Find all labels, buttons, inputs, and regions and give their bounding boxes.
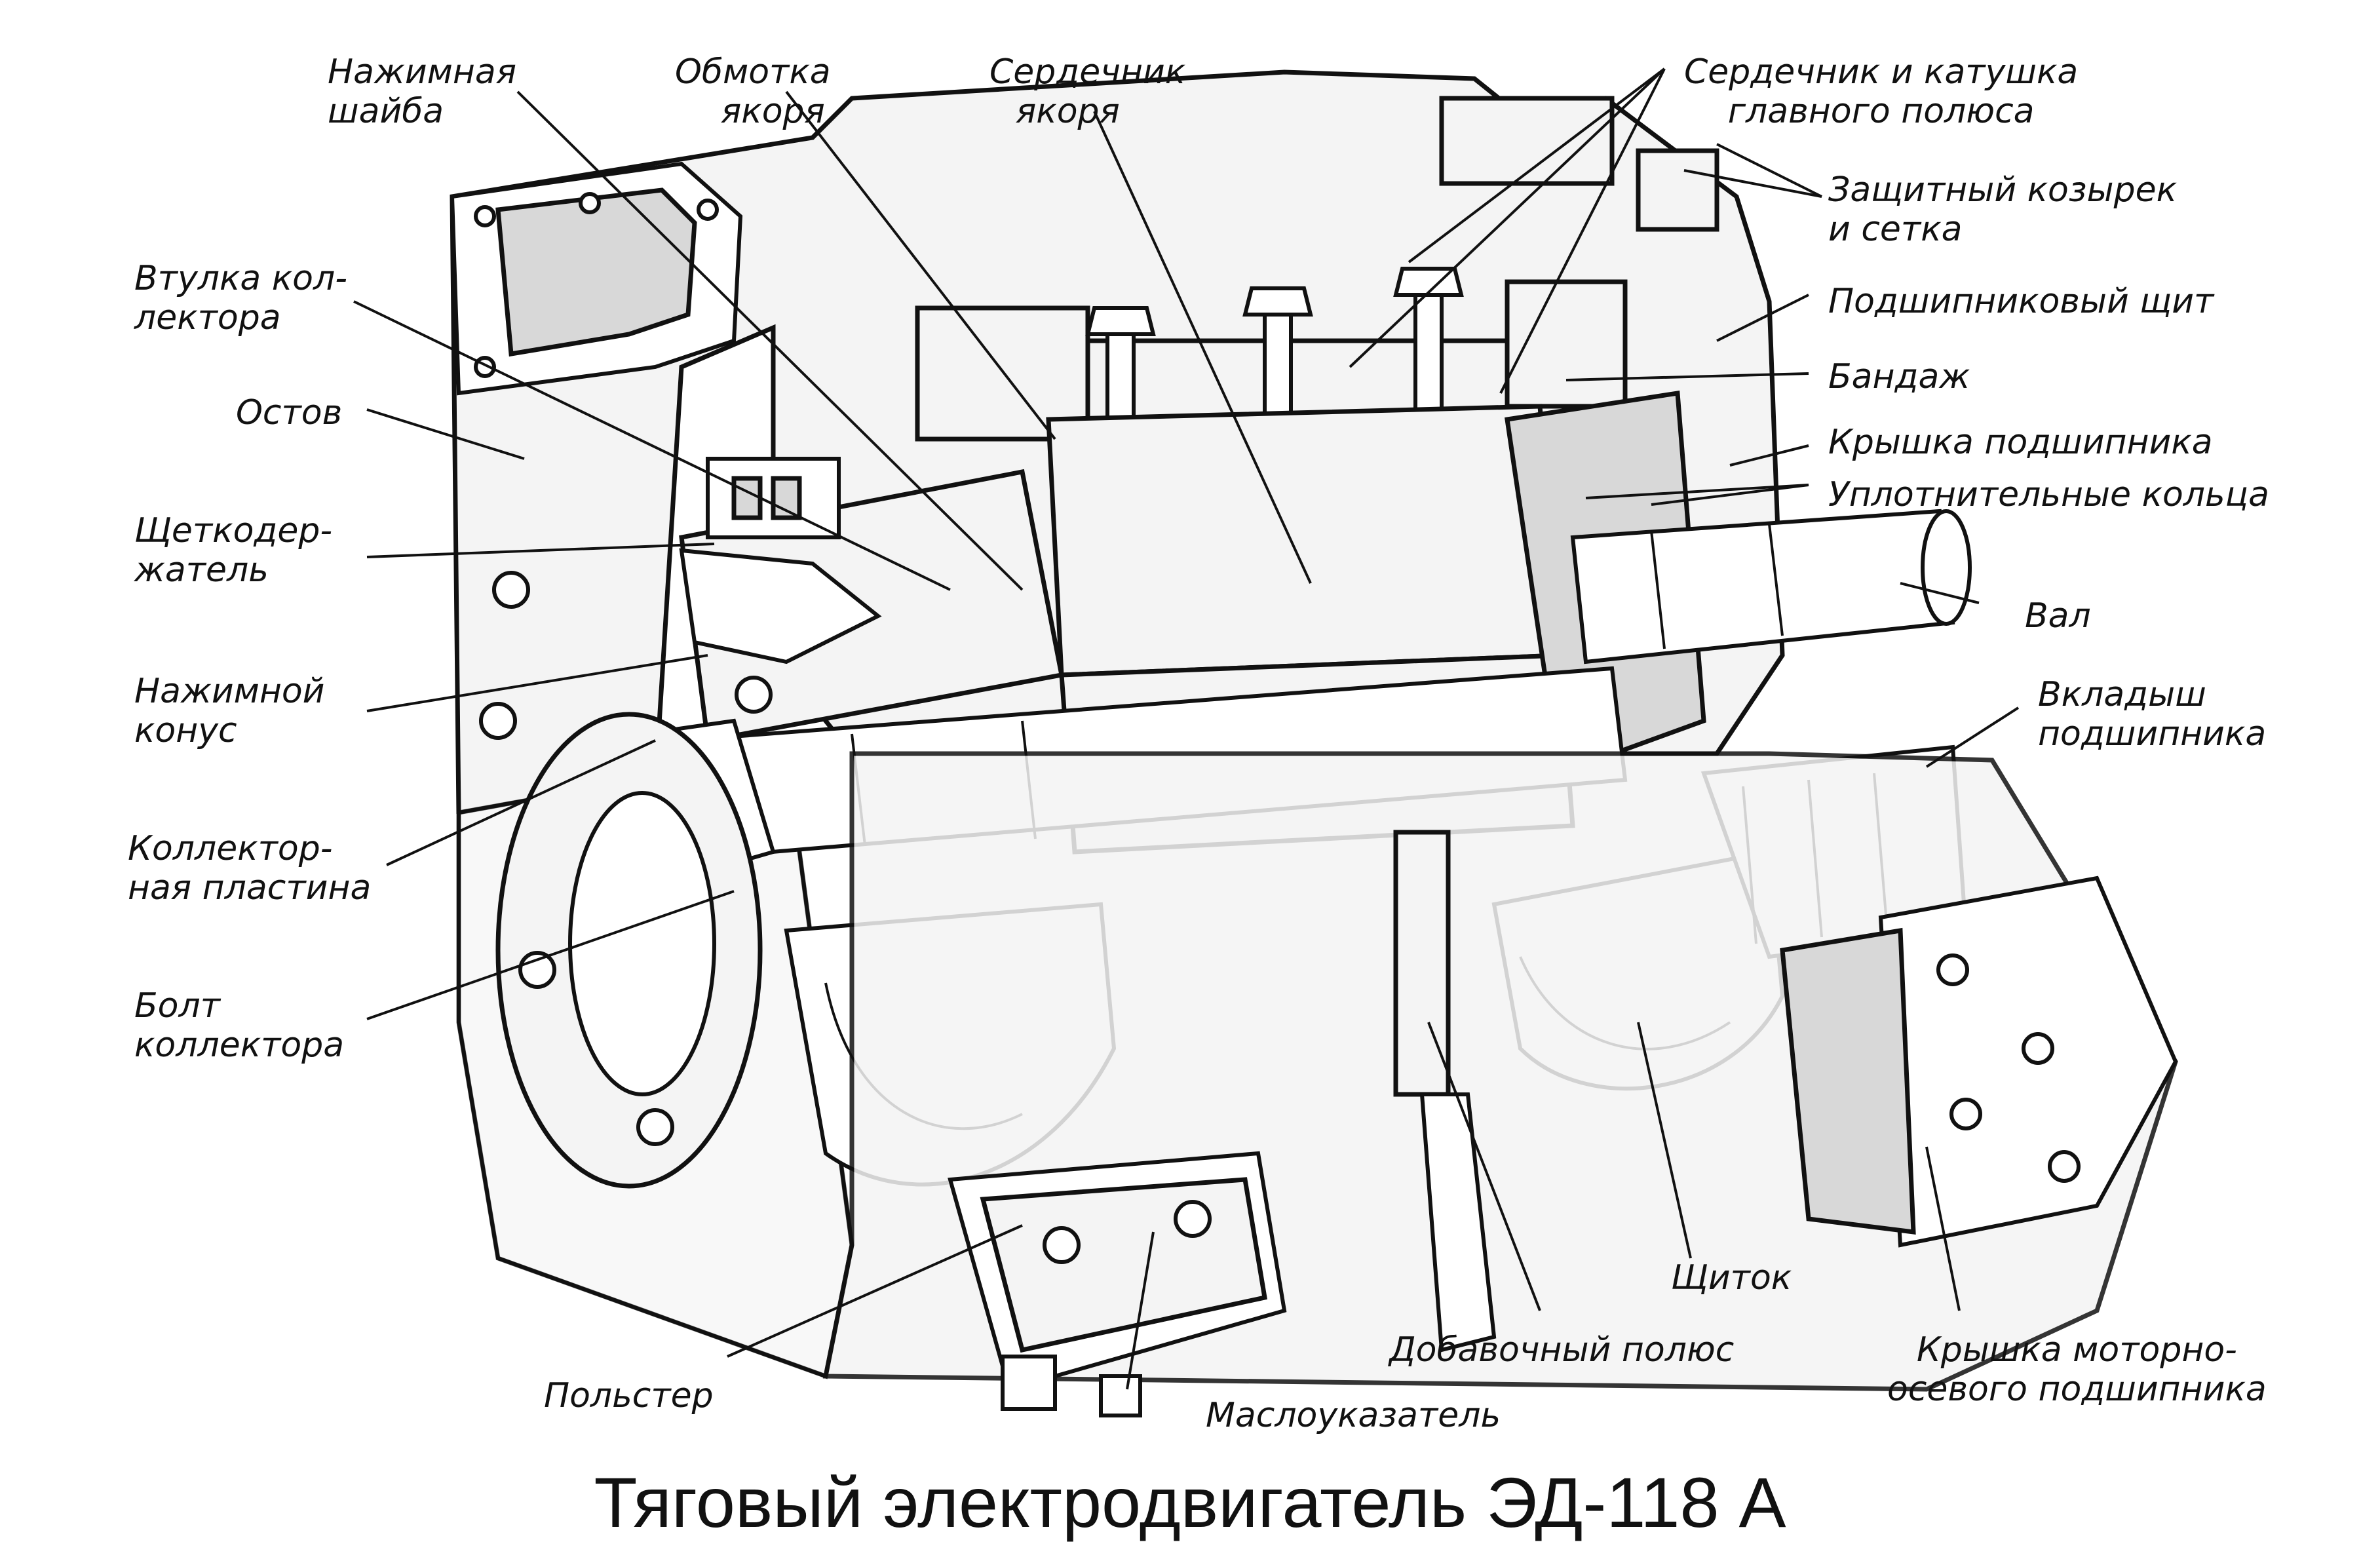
label-polster: Польстер xyxy=(544,1376,714,1415)
label-vkladysh: Вкладыш подшипника xyxy=(2038,675,2267,754)
label-uplotnitelnye-koltsa: Уплотнительные кольца xyxy=(1828,475,2269,514)
label-vtulka-kollektora: Втулка кол- лектора xyxy=(134,259,347,337)
label-ostov: Остов xyxy=(236,393,343,433)
label-val: Вал xyxy=(2025,596,2091,636)
label-shchetkoderzhatel: Щеткодер- жатель xyxy=(134,511,333,590)
label-obmotka-yakorya: Обмотка якоря xyxy=(675,52,831,131)
label-bandazh: Бандаж xyxy=(1828,357,1970,396)
label-serdechnik-katushka: Сердечник и катушка главного полюса xyxy=(1684,52,2079,131)
leader-lines xyxy=(353,67,2020,1390)
label-shchitok: Щиток xyxy=(1671,1258,1792,1298)
label-masloukazatel: Маслоуказатель xyxy=(1206,1396,1501,1435)
oil-box xyxy=(948,1151,1287,1417)
label-kryshka-podshipnika: Крышка подшипника xyxy=(1828,423,2213,462)
label-dobavochny-polyus: Добавочный полюс xyxy=(1389,1330,1735,1370)
label-serdechnik-yakorya: Сердечник якоря xyxy=(989,52,1186,131)
interpole xyxy=(1393,830,1497,1353)
label-zashchitny-kozyrek: Защитный козырек и сетка xyxy=(1828,170,2177,249)
diagram-caption: Тяговый электродвигатель ЭД-118 А xyxy=(594,1463,1786,1542)
label-kryshka-motorno: Крышка моторно- осевого подшипника xyxy=(1887,1330,2267,1409)
label-bolt-kollektora: Болт коллектора xyxy=(134,986,345,1065)
label-kollektornaya-plastina: Коллектор- ная пластина xyxy=(128,829,372,908)
label-podshipnikovy-shchit: Подшипниковый щит xyxy=(1828,282,2214,321)
label-nazhimnoy-konus: Нажимной конус xyxy=(134,672,325,750)
label-nazhimnaya-shaiba: Нажимная шайба xyxy=(328,52,516,131)
end-shield-left xyxy=(479,571,773,1189)
